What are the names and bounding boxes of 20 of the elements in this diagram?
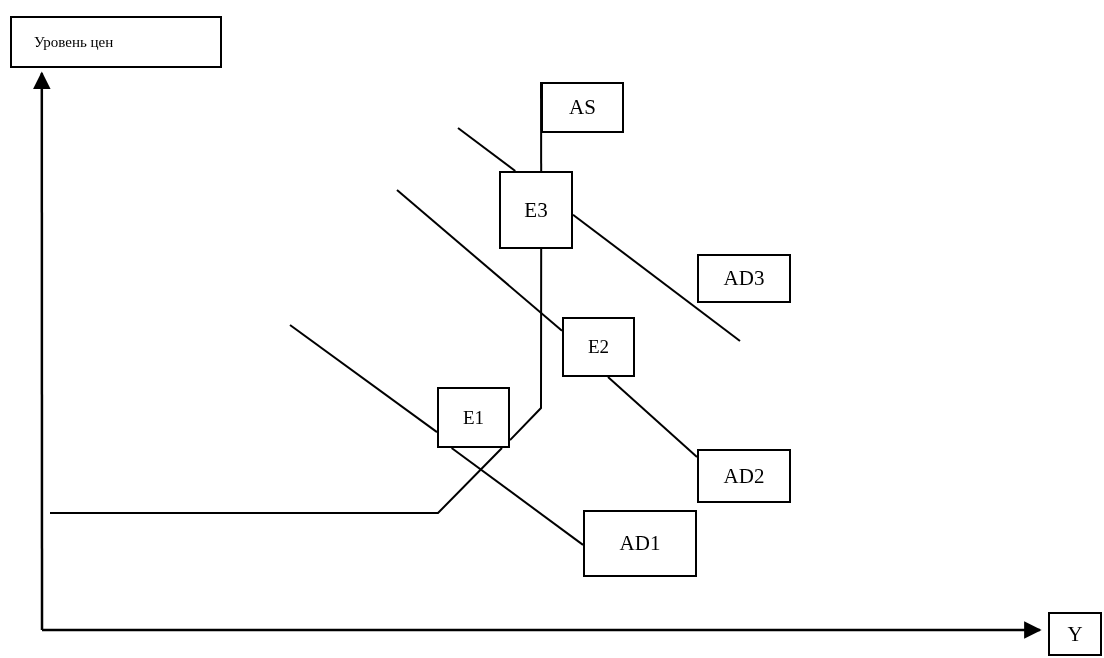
curve-label: AD1 bbox=[583, 510, 697, 577]
demand-curve bbox=[396, 189, 563, 332]
curve-label: AD3 bbox=[697, 254, 791, 303]
equilibrium-label: E3 bbox=[499, 171, 573, 249]
axis-arrow bbox=[42, 621, 1042, 639]
equilibrium-label: E2 bbox=[562, 317, 635, 377]
curve-label: AD2 bbox=[697, 449, 791, 503]
axis-label: Y bbox=[1048, 612, 1102, 656]
axis-arrow bbox=[33, 71, 51, 630]
demand-curve bbox=[572, 213, 741, 342]
demand-curve bbox=[289, 324, 438, 434]
axis-label: Уровень цен bbox=[10, 16, 222, 68]
curve-label: AS bbox=[541, 82, 624, 133]
demand-curve bbox=[457, 127, 517, 172]
supply-curve bbox=[49, 447, 503, 514]
supply-curve bbox=[540, 81, 543, 172]
demand-curve bbox=[450, 447, 584, 546]
equilibrium-label: E1 bbox=[437, 387, 510, 448]
demand-curve bbox=[607, 376, 698, 459]
supply-curve bbox=[509, 248, 543, 442]
